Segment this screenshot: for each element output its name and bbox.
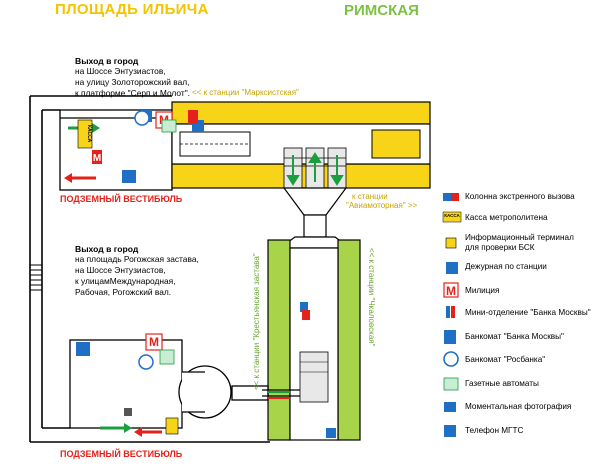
station-name-ploshchad-ilyicha: ПЛОЩАДЬ ИЛЬИЧА [55,1,209,18]
exit-middle-line: на Шоссе Энтузиастов, [75,265,166,275]
exit-middle-line: на площадь Рогожская застава, [75,254,199,264]
station-name-rimskaya: РИМСКАЯ [344,2,419,19]
exit-middle-line: к улицамМеждународная, [75,276,176,286]
exit-top-line: к платформе "Серп и Молот". [75,88,191,98]
legend-item-newspaper: Газетные автоматы [465,379,539,388]
legend-kassa-label: КАССА [444,213,460,218]
legend-item-photo: Моментальная фотография [465,402,572,411]
legend-item-duty: Дежурная по станции [465,262,547,271]
svg-text:М: М [93,153,101,164]
direction-aviamotornaya-2: "Авиамоторная" >> [346,201,418,210]
legend-item-info-terminal: Информационный терминал [465,233,574,242]
legend-item-atm-bank-moscow: Банкомат "Банка Москвы" [465,332,564,341]
escalator-arrows [286,152,344,186]
legend-item-info-terminal-2: для проверки БСК [465,243,535,252]
legend-item-bank-branch: Мини-отделение "Банка Москвы" [465,308,591,317]
svg-text:М: М [446,284,456,298]
green-platform [267,239,361,441]
legend-icons: М [442,193,462,437]
exit-top-title: Выход в город [75,56,139,66]
exit-middle-text: Выход в город на площадь Рогожская заста… [75,244,275,298]
exit-top-line: на улицу Золоторожский вал, [75,77,190,87]
exit-middle-line: Рабочая, Рогожский вал. [75,287,172,297]
legend-item-emergency: Колонна экстренного вызова [465,192,575,201]
left-stairs [30,264,42,291]
legend-item-phone: Телефон МГТС [465,426,524,435]
top-map-icons: М М [77,110,204,183]
direction-chkalovskaya: << к станции "Чкаловская" [367,248,376,347]
legend-item-police: Милиция [465,286,500,295]
vestibule-label-top: ПОДЗЕМНЫЙ ВЕСТИБЮЛЬ [60,194,183,204]
left-passage-outline [29,95,270,443]
bottom-map-icons: М [76,302,336,438]
legend-item-kassa: Касса метрополитена [465,213,548,222]
ticket-office-label: КАССА [86,125,92,143]
svg-text:М: М [149,335,159,349]
exit-top-line: на Шоссе Энтузиастов, [75,66,166,76]
vestibule-label-bottom: ПОДЗЕМНЫЙ ВЕСТИБЮЛЬ [60,449,183,459]
direction-aviamotornaya-1: к станции [352,192,388,201]
legend-item-atm-rosbank: Банкомат "Росбанка" [465,355,546,364]
direction-marksistskaya: << к станции "Марксистская" [192,88,299,97]
exit-middle-title: Выход в город [75,244,139,254]
direction-krestyanskaya: << к станции "Крестьянская застава" [252,253,261,390]
bottom-vestibule [69,339,300,429]
exit-top-text: Выход в город на Шоссе Энтузиастов, на у… [75,56,275,99]
transfer-funnel [278,187,352,249]
